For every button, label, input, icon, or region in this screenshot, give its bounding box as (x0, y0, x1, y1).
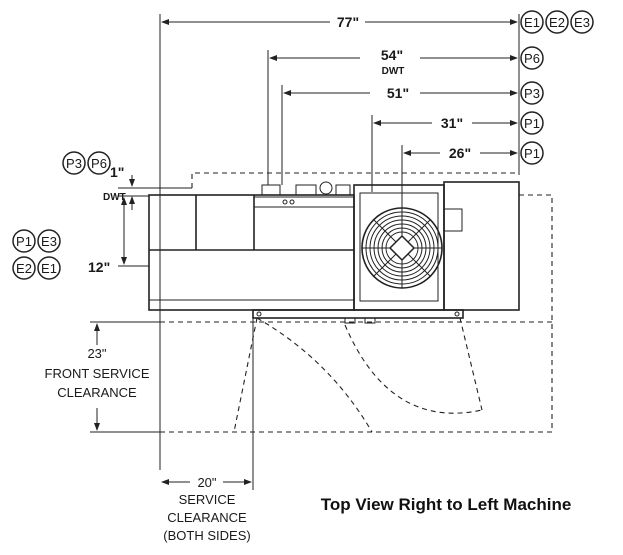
callout-group-d51: P3 (520, 81, 544, 105)
callout-p6: P6 (524, 51, 540, 66)
front-clearance-line2: CLEARANCE (57, 385, 137, 400)
dimension-1-note: DWT (103, 192, 126, 203)
callout-p3: P3 (524, 86, 540, 101)
callout-e1: E1 (524, 15, 540, 30)
callout-group-d1: P3 P6 (62, 151, 111, 175)
callout-p1-b: P1 (524, 146, 540, 161)
callout-p1-c: P1 (16, 234, 32, 249)
dimension-26: 26" (401, 145, 518, 250)
dimension-54-dwt: 54" DWT (267, 47, 518, 185)
dimension-54-label: 54" (381, 47, 403, 63)
callout-group-d26: P1 (520, 141, 544, 165)
door-swing-arcs (233, 317, 483, 433)
machine-body (148, 181, 520, 324)
dimension-54-note: DWT (382, 66, 405, 77)
callout-group-d31: P1 (520, 111, 544, 135)
callout-p6-b: P6 (91, 156, 107, 171)
side-clearance-line1: SERVICE (179, 492, 236, 507)
callout-p1: P1 (524, 116, 540, 131)
front-clearance-value: 23" (87, 346, 106, 361)
front-clearance-line1: FRONT SERVICE (45, 366, 150, 381)
callout-p3-b: P3 (66, 156, 82, 171)
dimension-1-dwt: 1" DWT (103, 164, 192, 210)
callout-group-overall: E1 E2 E3 (520, 10, 594, 34)
clearance-outline (160, 172, 553, 433)
callout-e2-b: E2 (16, 261, 32, 276)
dimension-26-label: 26" (449, 145, 471, 161)
dimension-51: 51" (281, 85, 518, 185)
dimension-12-label: 12" (88, 259, 110, 275)
side-clearance-line3: (BOTH SIDES) (163, 528, 250, 543)
side-clearance-line2: CLEARANCE (167, 510, 247, 525)
dimension-12: 12" (88, 195, 149, 275)
side-service-clearance: 20" SERVICE CLEARANCE (BOTH SIDES) (161, 318, 254, 543)
fan-icon (361, 207, 443, 289)
dimension-77-label: 77" (337, 14, 359, 30)
callout-e3-b: E3 (41, 234, 57, 249)
callout-e1-b: E1 (41, 261, 57, 276)
callout-group-dwt54: P6 (520, 46, 544, 70)
callout-group-d12: P1 E3 E2 E1 (12, 229, 61, 280)
dimension-31-label: 31" (441, 115, 463, 131)
dimension-51-label: 51" (387, 85, 409, 101)
diagram-title: Top View Right to Left Machine (321, 495, 572, 514)
dimension-77: 77" (159, 14, 518, 470)
front-service-clearance: 23" FRONT SERVICE CLEARANCE (45, 321, 160, 433)
callout-e3: E3 (574, 15, 590, 30)
side-clearance-value: 20" (197, 475, 216, 490)
dimension-1-label: 1" (110, 164, 124, 180)
dimension-31: 31" (371, 115, 518, 192)
callout-e2: E2 (549, 15, 565, 30)
